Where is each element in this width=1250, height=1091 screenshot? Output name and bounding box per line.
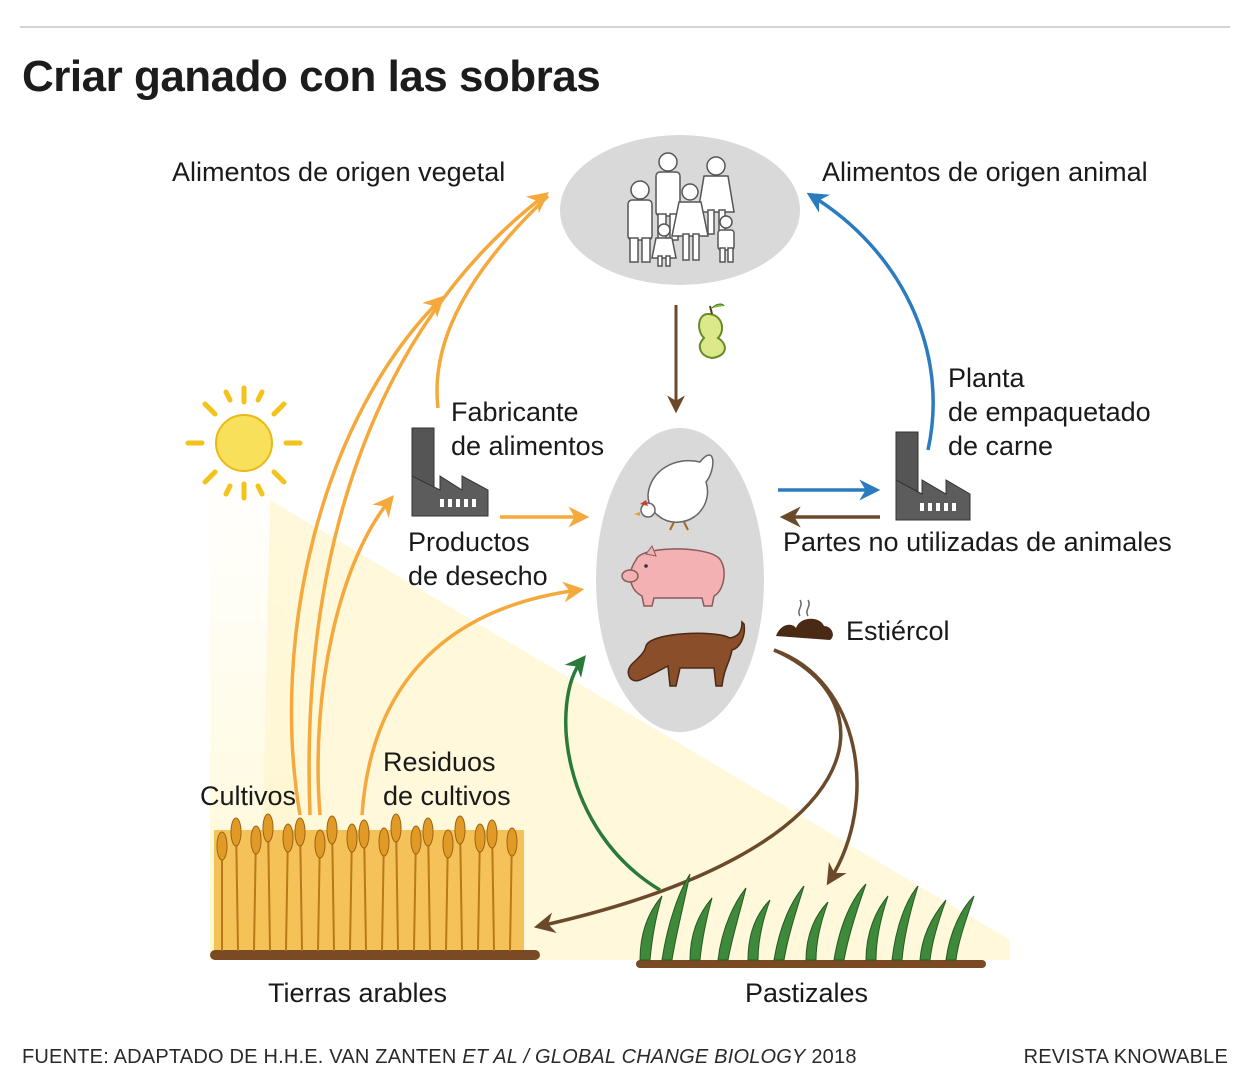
manure-icon <box>776 599 833 640</box>
diagram-title: Criar ganado con las sobras <box>22 52 601 101</box>
food-maker-line-1: Fabricante <box>451 397 579 427</box>
source-journal: ET AL / GLOBAL CHANGE BIOLOGY <box>462 1046 806 1068</box>
publisher-credit: REVISTA KNOWABLE <box>1023 1046 1228 1068</box>
chicken-icon <box>634 454 714 531</box>
grazing-flow-arrow <box>564 655 661 892</box>
grass-icon <box>639 873 975 961</box>
waste-products-label: Productos de desecho <box>408 525 548 593</box>
animal-flow-arrows <box>778 192 935 501</box>
arable-land-label: Tierras arables <box>268 978 448 1008</box>
waste-products-line-2: de desecho <box>408 561 548 591</box>
meat-plant-line-1: Planta <box>948 363 1025 393</box>
crop-residues-line-2: de cultivos <box>383 781 511 811</box>
food-maker-label: Fabricante de alimentos <box>451 395 604 463</box>
crop-residues-line-1: Residuos <box>383 747 496 777</box>
apple-core-icon <box>698 303 726 360</box>
source-credit: FUENTE: ADAPTADO DE H.H.E. VAN ZANTEN ET… <box>22 1046 857 1069</box>
manure-label: Estiércol <box>846 616 950 646</box>
people-icon <box>627 152 735 267</box>
arable-soil <box>210 950 540 960</box>
meat-factory-icon <box>895 431 971 521</box>
meat-plant-label: Planta de empaquetado de carne <box>948 361 1151 463</box>
plant-food-label: Alimentos de origen vegetal <box>172 157 506 187</box>
waste-products-line-1: Productos <box>408 527 530 557</box>
food-maker-line-2: de alimentos <box>451 431 605 461</box>
animal-food-label: Alimentos de origen animal <box>822 157 1148 187</box>
sun-icon <box>185 385 303 501</box>
crops-label: Cultivos <box>200 781 297 811</box>
plant-flow-arrows <box>289 192 590 816</box>
grasslands-label: Pastizales <box>745 978 869 1008</box>
pig-icon <box>621 544 725 607</box>
cow-icon <box>627 620 746 687</box>
source-year: 2018 <box>805 1046 857 1068</box>
source-prefix: FUENTE: ADAPTADO DE H.H.E. VAN ZANTEN <box>22 1046 463 1068</box>
food-factory-icon <box>411 427 489 517</box>
top-rule <box>20 26 1230 28</box>
crop-residues-label: Residuos de cultivos <box>383 745 511 813</box>
grassland-soil <box>636 960 986 968</box>
meat-plant-line-3: de carne <box>948 431 1054 461</box>
manure-flow-arrows <box>533 506 880 934</box>
wheat-field-icon <box>214 813 524 951</box>
meat-plant-line-2: de empaquetado <box>948 397 1151 427</box>
unused-parts-label: Partes no utilizadas de animales <box>783 527 1172 557</box>
